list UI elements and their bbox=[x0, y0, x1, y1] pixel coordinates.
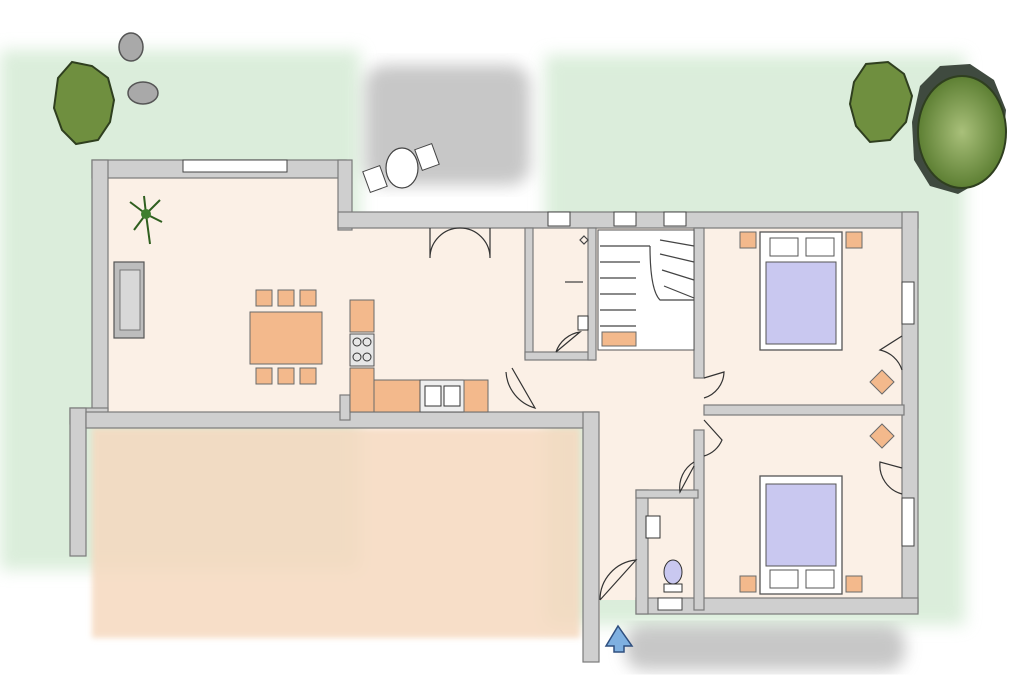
utility-room-fixtures bbox=[565, 235, 589, 331]
staircase bbox=[597, 229, 695, 351]
bed-bedroom-1 bbox=[739, 231, 895, 395]
toilet-icon bbox=[663, 559, 683, 593]
patio-table bbox=[362, 142, 440, 194]
washbasin-icon bbox=[645, 515, 661, 539]
plant-icon bbox=[129, 195, 163, 245]
doors bbox=[429, 227, 903, 601]
rock-icon bbox=[127, 81, 159, 105]
dining-table bbox=[249, 289, 323, 385]
tree-icon bbox=[52, 60, 116, 146]
stove-icon bbox=[352, 337, 372, 362]
tree-icon bbox=[912, 64, 1007, 194]
bed-bedroom-2 bbox=[739, 423, 895, 595]
entrance-arrow-icon bbox=[604, 624, 634, 653]
tree-icon bbox=[848, 60, 914, 144]
rock-icon bbox=[118, 32, 144, 62]
sink-icon bbox=[424, 385, 461, 407]
terrace bbox=[92, 428, 580, 638]
sofa bbox=[113, 261, 145, 339]
windows bbox=[182, 159, 915, 611]
